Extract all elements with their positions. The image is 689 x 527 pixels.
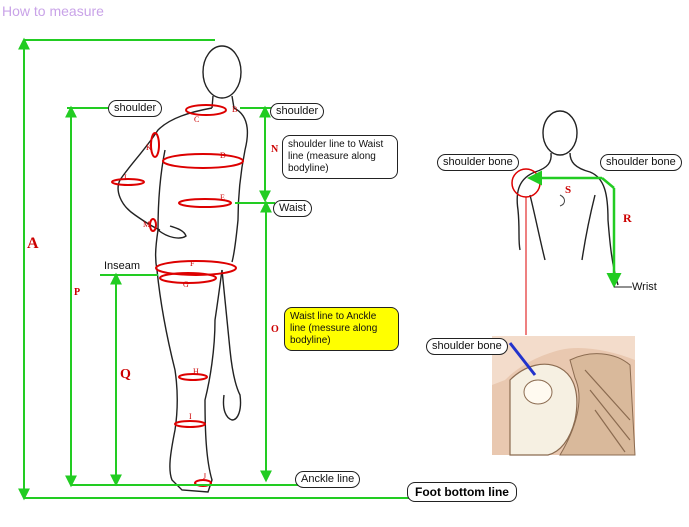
- back-figure: [517, 111, 618, 285]
- letter-p: P: [74, 287, 80, 298]
- back-measures: [512, 169, 632, 335]
- page-title: How to measure: [2, 3, 104, 19]
- letter-k: K: [146, 143, 152, 152]
- letter-f: F: [190, 259, 195, 268]
- letter-j: J: [203, 472, 206, 481]
- letter-c: C: [194, 115, 199, 124]
- label-wrist: Wrist: [632, 281, 657, 293]
- label-waist: Waist: [273, 200, 312, 217]
- body-rings: [112, 105, 243, 486]
- letter-m: M: [143, 220, 150, 229]
- letter-h: H: [193, 367, 199, 376]
- letter-i: I: [189, 412, 192, 421]
- letter-r: R: [623, 211, 632, 225]
- label-ankle-line: Anckle line: [295, 471, 360, 488]
- label-shoulder-right: shoulder: [270, 103, 324, 120]
- letter-g: G: [183, 280, 189, 289]
- label-shoulder-bone-inset: shoulder bone: [426, 338, 508, 355]
- letter-e: E: [220, 193, 225, 202]
- letter-b: B: [232, 105, 237, 114]
- letter-l: L: [124, 173, 129, 182]
- letter-a: A: [27, 235, 39, 252]
- letter-d: D: [220, 151, 226, 160]
- label-foot-bottom: Foot bottom line: [407, 482, 517, 502]
- letter-n: N: [271, 144, 279, 155]
- note-waist-to-ankle: Waist line to Anckle line (messure along…: [284, 307, 399, 351]
- shoulder-bone-photo: [492, 336, 635, 455]
- label-shoulder-bone-left: shoulder bone: [437, 154, 519, 171]
- letter-o: O: [271, 324, 279, 335]
- letter-s: S: [565, 184, 571, 196]
- measure-lines: [24, 40, 420, 498]
- label-inseam: Inseam: [104, 260, 140, 272]
- letter-q: Q: [120, 367, 131, 382]
- note-shoulder-to-waist: shoulder line to Waist line (measure alo…: [282, 135, 398, 179]
- label-shoulder-bone-right: shoulder bone: [600, 154, 682, 171]
- label-shoulder-left: shoulder: [108, 100, 162, 117]
